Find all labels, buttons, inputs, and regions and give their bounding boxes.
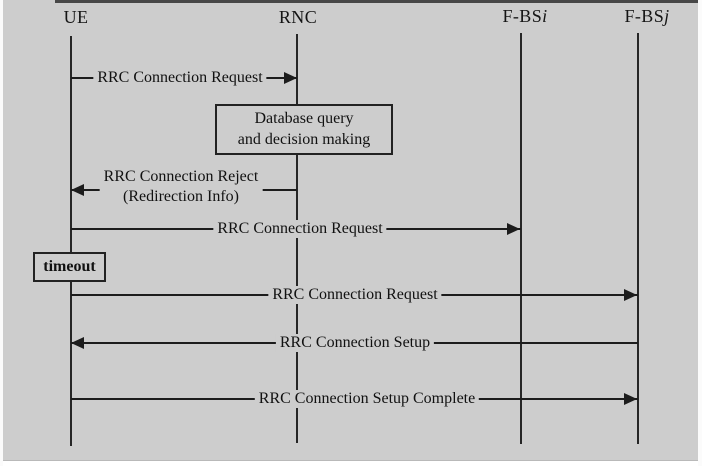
msg4-arrowhead-icon	[624, 289, 637, 301]
msg2-arrowhead-icon	[71, 184, 84, 196]
actor-label-rnc: RNC	[278, 7, 318, 27]
msg2-label: RRC Connection Reject (Redirection Info)	[99, 167, 263, 207]
process-box-line2: and decision making	[237, 131, 371, 148]
msg2-label-line2: (Redirection Info)	[123, 188, 239, 205]
msg2-label-line1: RRC Connection Reject	[103, 168, 259, 185]
msg3-arrowhead-icon	[507, 223, 520, 235]
lifeline-rnc	[296, 34, 298, 443]
lifeline-fbsi	[520, 33, 522, 444]
actor-label-fbsi: F-BSi	[502, 6, 548, 26]
process-box-line1: Database query	[254, 110, 354, 127]
timeout-box: timeout	[33, 252, 106, 282]
actor-label-ue: UE	[63, 7, 89, 27]
lifeline-fbsj	[637, 33, 639, 444]
figure-left-margin	[0, 0, 3, 466]
figure-top-border	[55, 0, 698, 3]
msg5-arrowhead-icon	[71, 337, 84, 349]
msg3-label: RRC Connection Request	[213, 220, 387, 238]
msg1-arrowhead-icon	[284, 72, 297, 84]
lifeline-ue	[70, 36, 72, 446]
process-box: Database query and decision making	[215, 104, 393, 155]
msg6-label: RRC Connection Setup Complete	[254, 390, 480, 408]
msg4-label: RRC Connection Request	[268, 286, 442, 304]
msg5-label: RRC Connection Setup	[275, 334, 435, 352]
msg6-arrowhead-icon	[624, 393, 637, 405]
actor-label-fbsj: F-BSj	[624, 6, 670, 26]
figure-right-margin	[698, 0, 702, 466]
msg1-label: RRC Connection Request	[93, 69, 267, 87]
